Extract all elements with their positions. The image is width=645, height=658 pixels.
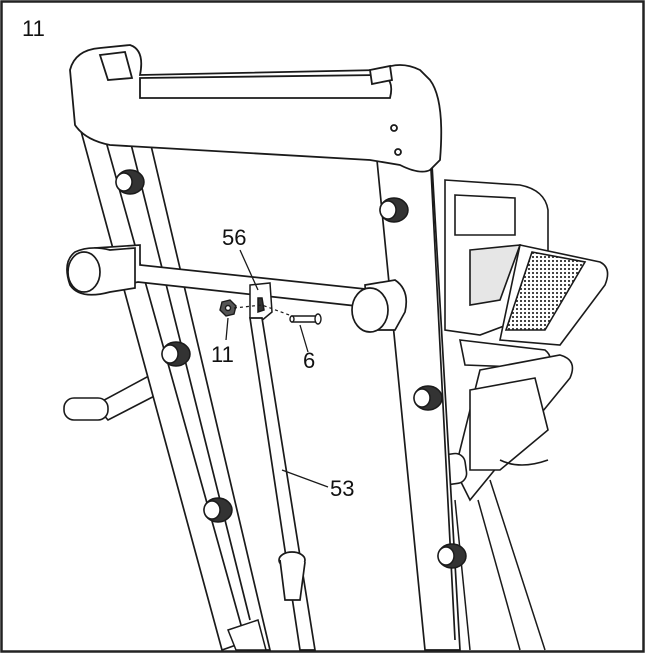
base-fragment [227,619,267,651]
bracket-56 [249,282,273,323]
support-tube-53 [249,317,316,651]
callout-part-53: 53 [330,476,355,501]
nut-11 [219,299,237,317]
leader-lines [225,249,329,488]
upright-rollers [115,169,467,569]
bolt-6 [289,313,322,325]
right-frame-rails [454,479,546,651]
crossbar-56 [66,244,408,333]
alignment-line [233,304,293,317]
console [444,179,609,369]
callout-part-56: 56 [222,225,247,250]
callout-part-11: 11 [211,342,234,367]
step-number: 11 [22,16,45,41]
upright-top-handle [69,44,443,173]
callout-part-6: 6 [303,348,316,373]
